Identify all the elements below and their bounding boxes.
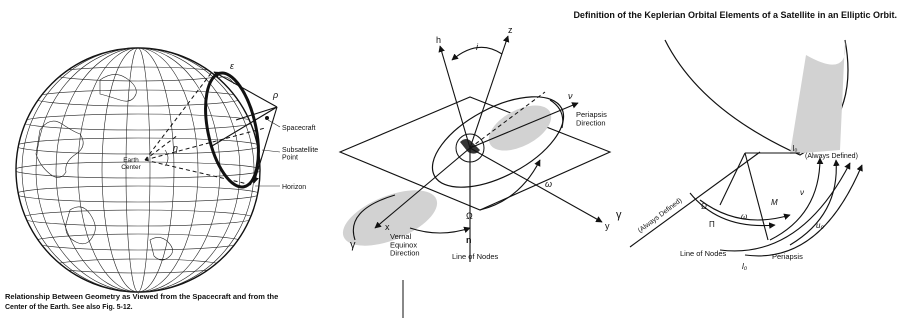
label-line: Point [282, 155, 298, 162]
orbit-shaded-area [488, 105, 552, 151]
orbit-lower-shade [342, 190, 438, 246]
always-defined-right: (Always Defined) [805, 153, 858, 160]
u0-label: u₀ [816, 221, 824, 230]
z-axis [469, 35, 510, 149]
label-line: Center [121, 164, 141, 171]
x-axis [374, 147, 471, 229]
omega-small-label-right: ω [741, 212, 747, 221]
M-label: M [771, 198, 778, 207]
gamma-label: γ [350, 239, 356, 251]
caption-line-1: Relationship Between Geometry as Viewed … [5, 292, 278, 301]
gamma-label-right: γ [616, 209, 622, 221]
h-vector [438, 45, 471, 149]
h-label: h [436, 35, 441, 45]
pi-label: Π [709, 220, 715, 229]
globe-graticule [16, 48, 260, 292]
l0-top-label: l₀ [792, 144, 797, 153]
spacecraft-label: Spacecraft [282, 125, 316, 132]
z-label: z [508, 25, 513, 35]
nu-label: ν [568, 91, 573, 101]
center-to-top-line [144, 71, 213, 161]
x-label: x [385, 222, 390, 232]
sc-to-horizon-line [252, 106, 278, 184]
sc-to-top-line [213, 71, 278, 108]
line-of-nodes-label: Line of Nodes [452, 252, 499, 261]
omega-big-label: Ω [466, 211, 473, 221]
line-of-nodes [629, 151, 761, 248]
center-to-horizon-line [144, 159, 253, 186]
orbit-arc [664, 39, 849, 156]
label-line: Direction [576, 118, 606, 127]
omega-big-label-right: Ω [701, 202, 707, 211]
rho-label: ρ [272, 90, 278, 100]
periapsis-line [744, 152, 769, 241]
spacecraft-point [265, 116, 269, 120]
shaded-region [790, 40, 846, 154]
omega-small-label: ω [545, 179, 552, 189]
l0-bottom-label: l₀ [742, 262, 748, 271]
caption-line-2: Center of the Earth. See also Fig. 5-12. [5, 304, 133, 311]
horizon-label: Horizon [282, 184, 306, 191]
always-defined-left: (Always Defined) [637, 197, 683, 234]
y-label: y [605, 221, 610, 231]
arc-omega [689, 192, 776, 229]
line-of-nodes-label-right: Line of Nodes [680, 249, 727, 258]
label-line: Direction [390, 249, 420, 258]
eta-label: η [173, 143, 178, 153]
y-axis [469, 147, 603, 223]
figure-title: Definition of the Keplerian Orbital Elem… [573, 10, 897, 20]
arc-u0 [719, 162, 851, 252]
label-line: Equinox [390, 240, 417, 249]
epsilon-label: ε [230, 61, 235, 71]
periapsis-label-right: Periapsis [772, 252, 803, 261]
i-label: i [476, 42, 479, 52]
nu-label-right: ν [800, 188, 804, 197]
arc-nu [769, 157, 824, 241]
angle-diagram-figure: l₀ (Always Defined) (Always Defined) Ω Π… [616, 39, 863, 271]
n-label: n [466, 235, 472, 245]
